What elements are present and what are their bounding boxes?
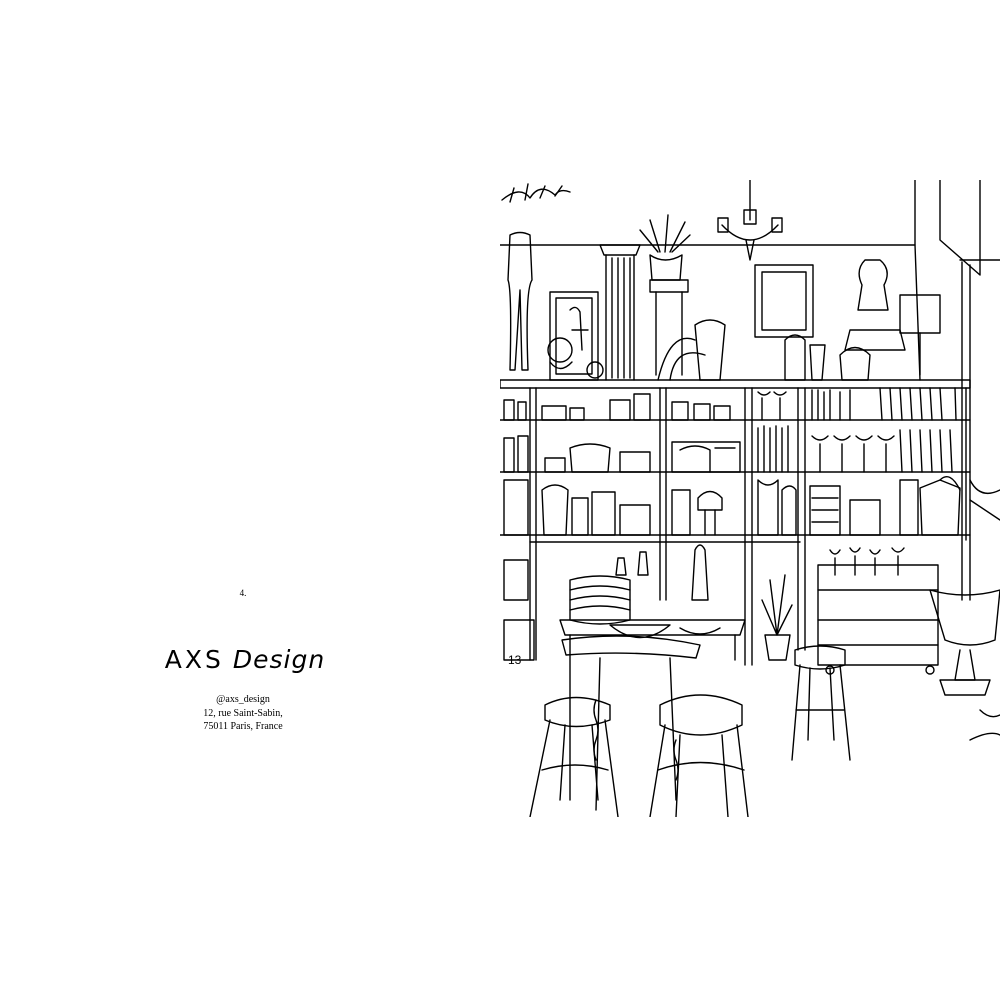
left-page: 4. AXS Design @axs_design 12, rue Saint-…: [0, 588, 490, 734]
shop-interior-illustration: 13: [500, 180, 1000, 817]
line-drawing: 13: [500, 180, 1000, 817]
shop-details: @axs_design 12, rue Saint-Sabin, 75011 P…: [0, 693, 486, 734]
shop-title: AXS Design: [0, 645, 490, 674]
shop-title-part1: AXS: [164, 645, 224, 674]
shelf-row-3: [503, 479, 961, 536]
address-line-2: 75011 Paris, France: [203, 721, 283, 732]
table-number: 13: [508, 653, 522, 667]
shop-title-part2: Design: [232, 645, 326, 674]
address-line-1: 12, rue Saint-Sabin,: [203, 707, 283, 719]
shelf-row-2: [503, 425, 953, 473]
shelf-row-1: [503, 387, 957, 421]
page-number: 4.: [239, 588, 247, 598]
instagram-handle: @axs_design: [216, 694, 270, 705]
